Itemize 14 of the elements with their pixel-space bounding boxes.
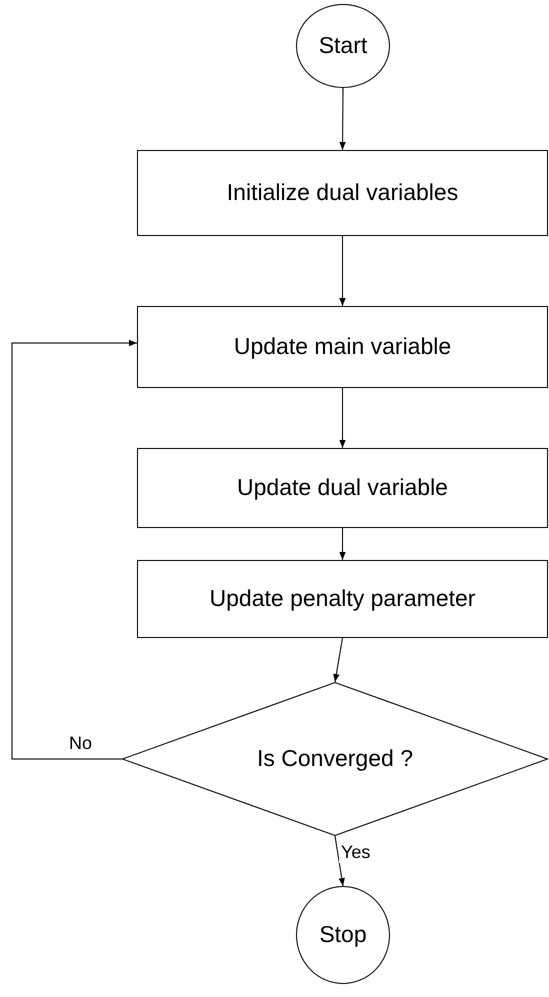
node-text: Initialize dual variables bbox=[226, 178, 458, 208]
arrow bbox=[339, 528, 346, 560]
node-text: Update dual variable bbox=[237, 473, 448, 502]
node-text: Update main variable bbox=[234, 332, 452, 362]
arrow bbox=[339, 236, 346, 306]
arrow bbox=[334, 836, 345, 886]
arrow bbox=[12, 340, 138, 760]
node-text: Update penalty parameter bbox=[210, 584, 476, 614]
arrow bbox=[339, 88, 346, 150]
node-text: Is Converged ? bbox=[256, 744, 414, 774]
arrow bbox=[333, 638, 343, 682]
arrow bbox=[339, 388, 346, 448]
node-text: Stop bbox=[319, 920, 367, 950]
node-text: Start bbox=[318, 31, 368, 60]
